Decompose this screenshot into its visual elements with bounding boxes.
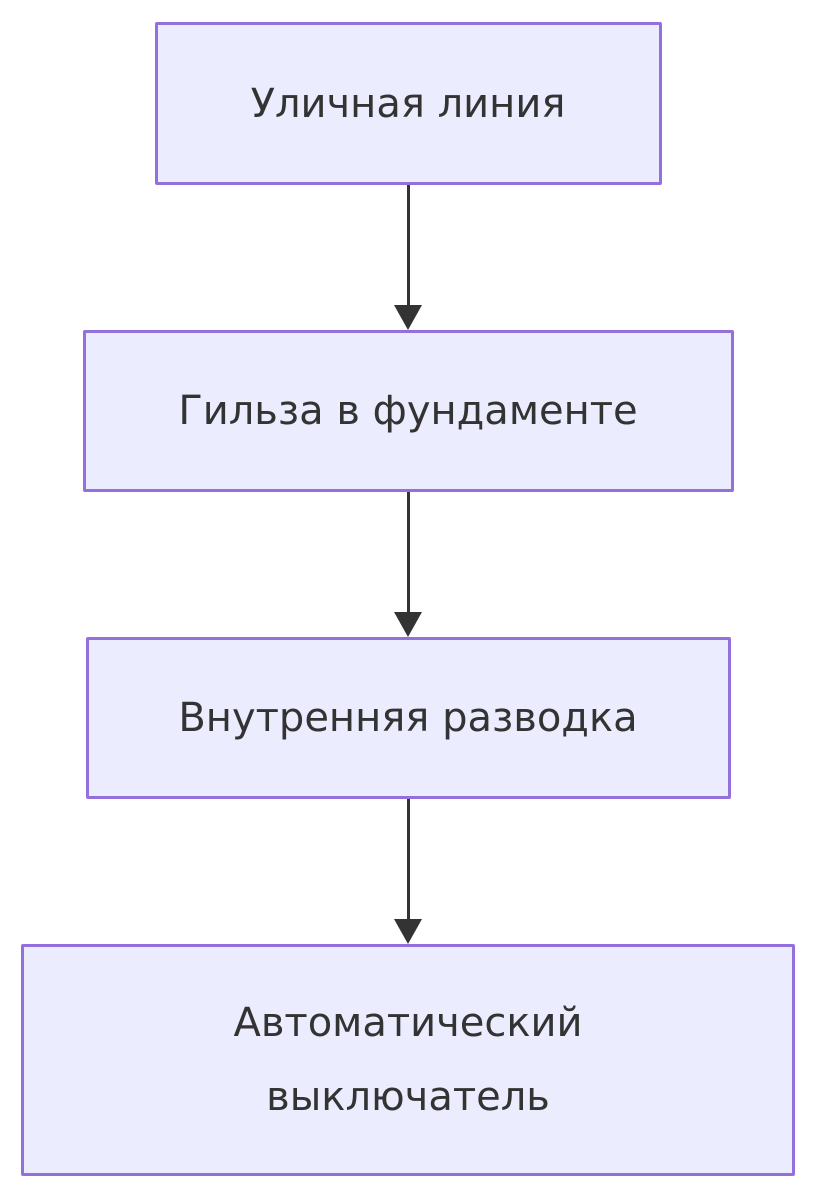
arrow-down-icon [394,305,422,330]
arrow-line [406,799,410,920]
arrow-line [406,492,410,613]
edge-c-to-d [393,799,423,944]
arrow-line [406,185,410,306]
flow-node-label: Автоматический выключатель [233,1000,583,1120]
edge-a-to-b [393,185,423,330]
edge-b-to-c [393,492,423,637]
flow-node-label: Внутренняя разводка [178,695,638,741]
flow-node-label: Уличная линия [250,80,566,127]
arrow-down-icon [394,612,422,637]
flow-node-internal-wiring: Внутренняя разводка [85,637,731,799]
arrow-down-icon [394,919,422,944]
flow-node-label: Гильза в фундаменте [178,388,638,434]
flow-node-foundation-sleeve: Гильза в фундаменте [82,330,734,492]
flow-node-street-line: Уличная линия [154,22,662,185]
flow-node-circuit-breaker: Автоматический выключатель [21,944,795,1176]
